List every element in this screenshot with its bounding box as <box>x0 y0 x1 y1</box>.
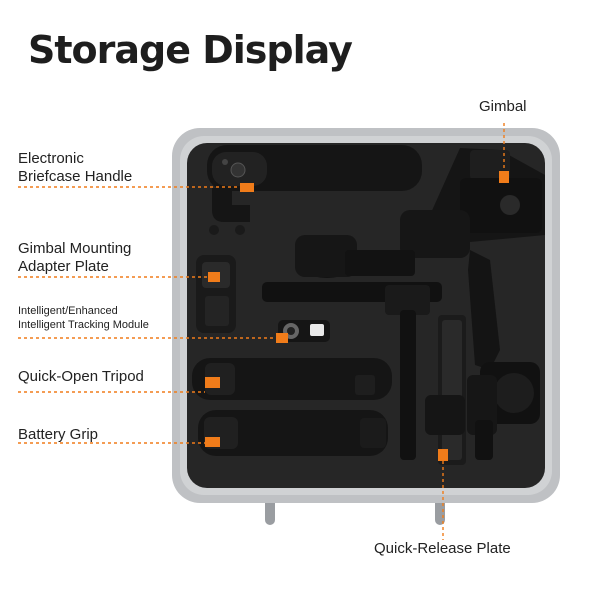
label-quick-release-plate: Quick-Release Plate <box>374 540 511 557</box>
tracking-marker <box>276 333 288 343</box>
battery-marker <box>205 437 220 447</box>
tripod-marker <box>205 377 220 388</box>
gimbal-marker <box>499 171 509 183</box>
label-tracking-module: Intelligent/Enhanced Intelligent Trackin… <box>18 305 149 331</box>
quick-release-plate <box>425 315 466 465</box>
label-electronic-handle: Electronic Briefcase Handle <box>18 150 133 185</box>
page-title: Storage Display <box>28 28 353 72</box>
leader-lines <box>18 123 505 540</box>
label-quick-open-tripod: Quick-Open Tripod <box>18 368 144 385</box>
mount-marker <box>208 272 220 282</box>
plate-marker <box>438 449 448 461</box>
mounting-adapter-plate <box>196 255 236 333</box>
gimbal-component <box>262 148 545 460</box>
tracking-module <box>278 320 330 342</box>
label-battery-grip: Battery Grip <box>18 426 99 443</box>
electronic-handle <box>207 145 422 235</box>
quick-open-tripod <box>192 358 392 400</box>
callout-markers <box>205 171 509 461</box>
label-mounting-adapter-plate: Gimbal Mounting Adapter Plate <box>18 240 132 275</box>
battery-grip <box>198 410 388 456</box>
handle-marker <box>240 183 254 192</box>
label-gimbal: Gimbal <box>479 98 527 115</box>
